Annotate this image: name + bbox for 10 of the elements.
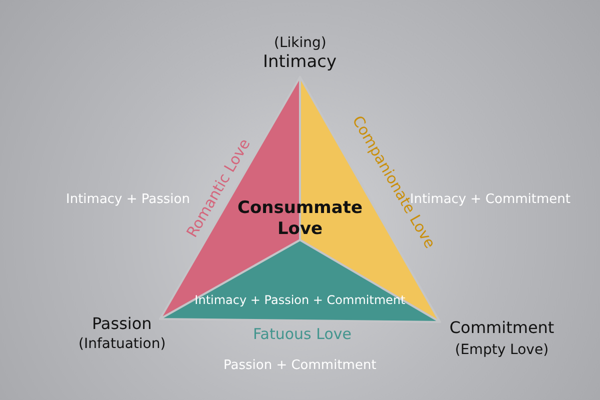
vertex-label: Passion [92,314,152,332]
vertex-subtitle: (Empty Love) [455,342,549,358]
vertex-subtitle: (Infatuation) [78,336,166,352]
side-label: Fatuous Love [253,325,352,343]
center-subtitle: Intimacy + Passion + Commitment [194,293,406,307]
combination-label: Passion + Commitment [224,358,376,372]
combination-label: Intimacy + Commitment [410,192,570,206]
vertex-label: Commitment [450,318,554,336]
vertex-subtitle: (Liking) [274,35,326,51]
vertex-label: Intimacy [263,52,337,72]
